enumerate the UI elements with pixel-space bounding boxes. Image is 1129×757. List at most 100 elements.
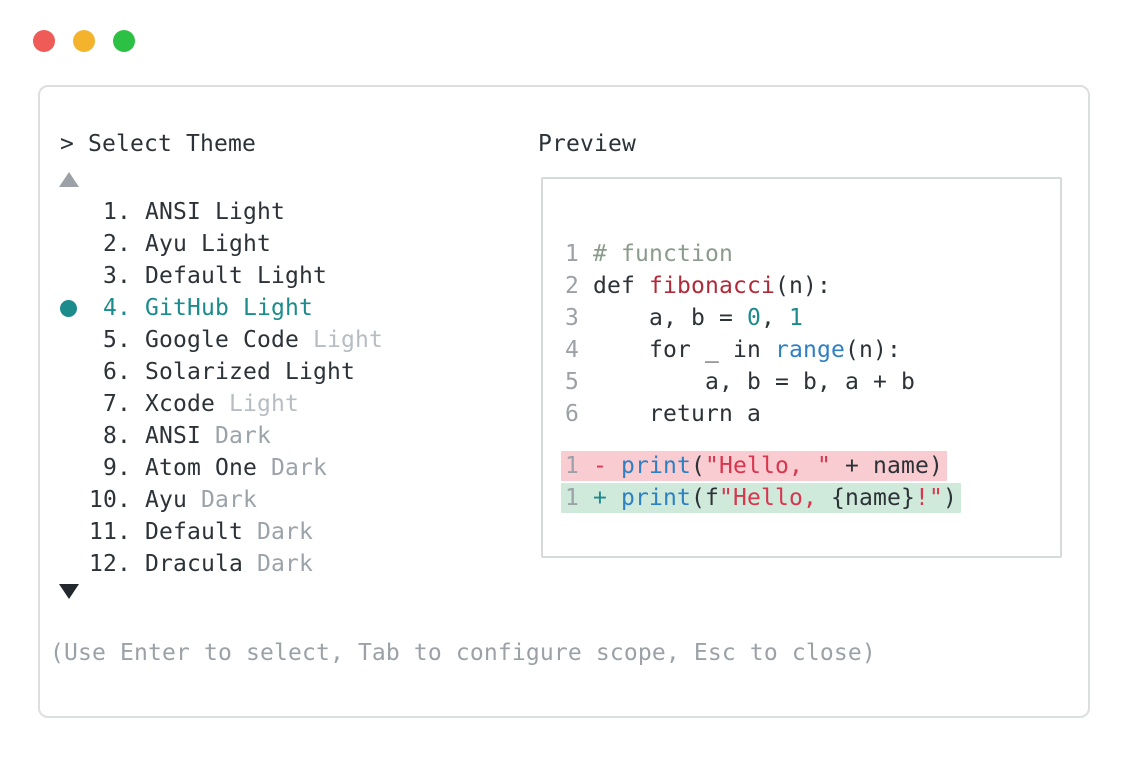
theme-item-label: Solarized Light	[145, 359, 355, 385]
line-number: 1	[565, 485, 579, 511]
line-body: a, b = 0, 1	[593, 305, 803, 331]
theme-item-ansi-light[interactable]: 1. ANSI Light	[60, 196, 383, 228]
code-token: Google Code	[145, 327, 313, 353]
line-number: 6	[565, 401, 579, 427]
preview-label: Preview	[538, 131, 636, 157]
theme-item-label: Google Code Light	[145, 327, 383, 353]
theme-item-label: Ayu Light	[145, 231, 271, 257]
code-token: (n):	[844, 337, 901, 363]
theme-item-ayu-light[interactable]: 2. Ayu Light	[60, 228, 383, 260]
code-token: (f	[691, 485, 719, 511]
code-token: Light	[228, 391, 299, 417]
code-token: Solarized Light	[145, 359, 355, 385]
code-token: Dark	[201, 487, 257, 513]
code-token: +	[593, 485, 621, 511]
code-token: Default Light	[145, 263, 327, 289]
theme-item-label: GitHub Light	[145, 295, 313, 321]
selected-marker	[60, 292, 89, 324]
theme-item-google-code-light[interactable]: 5. Google Code Light	[60, 324, 383, 356]
code-token: "Hello, "	[705, 453, 831, 479]
code-token: 1	[788, 305, 803, 331]
theme-item-xcode-light[interactable]: 7. Xcode Light	[60, 388, 383, 420]
theme-item-number: 4.	[103, 295, 131, 321]
theme-item-ayu-dark[interactable]: 10.Ayu Dark	[60, 484, 383, 516]
code-token: !"	[914, 485, 943, 511]
code-token: )	[942, 485, 957, 511]
minimize-button-icon[interactable]	[73, 30, 95, 52]
theme-item-number: 12.	[89, 551, 131, 577]
theme-item-label: ANSI Dark	[145, 423, 271, 449]
line-number: 4	[565, 337, 579, 363]
theme-item-number: 9.	[103, 455, 131, 481]
code-token: ,	[760, 305, 789, 331]
theme-picker-panel: > Select Theme Preview 1. ANSI Light 2. Ayu…	[38, 85, 1090, 718]
line-body: # function	[593, 241, 733, 267]
line-body: for _ in range(n):	[593, 337, 901, 363]
scroll-down-icon[interactable]	[59, 584, 79, 599]
code-token: ANSI Light	[145, 199, 285, 225]
theme-item-dracula-dark[interactable]: 12. Dracula Dark	[60, 548, 383, 580]
code-token: def	[593, 273, 649, 299]
code-token: Ayu Light	[145, 231, 271, 257]
diff-line-added: 1 + print(f"Hello, {name}!")	[561, 482, 961, 514]
line-number: 1	[565, 453, 579, 479]
diff-highlight: 1 - print("Hello, " + name)	[561, 451, 947, 481]
theme-item-ansi-dark[interactable]: 8. ANSI Dark	[60, 420, 383, 452]
line-body: + print(f"Hello, {name}!")	[593, 485, 957, 511]
theme-item-label: Dracula Dark	[145, 551, 313, 577]
theme-item-number: 5.	[103, 327, 131, 353]
code-line: 1 # function	[565, 238, 961, 270]
scroll-up-icon[interactable]	[59, 172, 79, 187]
theme-item-label: ANSI Light	[145, 199, 285, 225]
theme-item-label: Default Dark	[145, 519, 313, 545]
theme-list: 1. ANSI Light 2. Ayu Light 3. Default Light 4.…	[60, 196, 383, 580]
picker-title: > Select Theme	[60, 131, 256, 157]
window-controls	[33, 30, 135, 52]
line-body: - print("Hello, " + name)	[593, 453, 943, 479]
theme-item-number: 8.	[103, 423, 131, 449]
code-token: # function	[593, 241, 733, 267]
code-token: range	[774, 337, 845, 363]
zoom-button-icon[interactable]	[113, 30, 135, 52]
line-body: a, b = b, a + b	[593, 369, 915, 395]
code-token: Default	[145, 519, 257, 545]
code-token: Dark	[270, 455, 327, 481]
code-token: {name}	[830, 485, 915, 511]
line-number: 3	[565, 305, 579, 331]
close-button-icon[interactable]	[33, 30, 55, 52]
line-number: 2	[565, 273, 579, 299]
code-line: 4 for _ in range(n):	[565, 334, 961, 366]
code-token: Dracula	[145, 551, 257, 577]
code-token: for _ in	[593, 337, 775, 363]
diff-line-removed: 1 - print("Hello, " + name)	[561, 450, 961, 482]
code-token: (	[691, 453, 705, 479]
theme-item-default-light[interactable]: 3. Default Light	[60, 260, 383, 292]
theme-item-number: 2.	[103, 231, 131, 257]
theme-item-github-light[interactable]: 4. GitHub Light	[60, 292, 383, 324]
theme-item-label: Ayu Dark	[145, 487, 257, 513]
theme-item-solarized-light[interactable]: 6.Solarized Light	[60, 356, 383, 388]
line-number: 5	[565, 369, 579, 395]
code-line: 6 return a	[565, 398, 961, 430]
theme-item-number: 1.	[103, 199, 131, 225]
code-token: Light	[312, 327, 383, 353]
code-token: Dark	[256, 551, 313, 577]
code-token: "Hello,	[719, 485, 831, 511]
code-token: Dark	[256, 519, 313, 545]
code-token: a, b = b, a + b	[593, 369, 915, 395]
theme-item-atom-one-dark[interactable]: 9.Atom One Dark	[60, 452, 383, 484]
diff-highlight: 1 + print(f"Hello, {name}!")	[561, 483, 961, 513]
theme-item-number: 7.	[103, 391, 131, 417]
theme-item-label: Default Light	[145, 263, 327, 289]
line-number: 1	[565, 241, 579, 267]
code-token: 0	[746, 305, 761, 331]
code-token: print	[621, 485, 691, 511]
code-token: return a	[593, 401, 761, 427]
code-spacer	[565, 430, 961, 450]
theme-item-number: 3.	[103, 263, 131, 289]
theme-item-default-dark[interactable]: 11.Default Dark	[60, 516, 383, 548]
theme-item-label: Xcode Light	[145, 391, 299, 417]
code-token: Xcode	[145, 391, 229, 417]
